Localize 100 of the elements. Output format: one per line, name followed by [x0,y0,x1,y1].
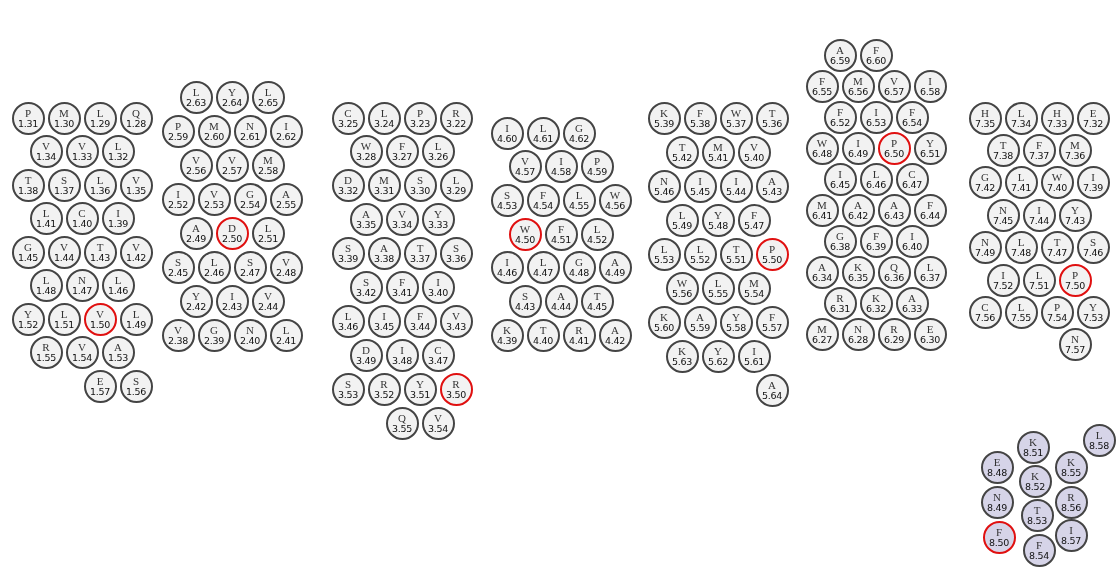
residue-number: 1.39 [108,218,128,229]
residue-number: 7.43 [1065,214,1085,226]
residue-letter: W [609,189,621,200]
residue-number: 6.28 [848,333,868,345]
residue-number: 2.53 [204,198,224,210]
residue-number: 6.32 [866,302,886,314]
residue-number: 4.58 [551,166,571,178]
residue-letter: K [678,345,686,356]
residue-number: 1.30 [54,117,74,129]
residue-letter: M [749,277,759,288]
residue-number: 3.50 [446,388,466,400]
residue-circle [29,202,63,235]
residue-circle [403,101,437,135]
residue-letter: M [263,154,273,165]
residue-circle [598,183,632,217]
residue-letter: G [24,241,32,252]
residue-letter: V [132,174,140,185]
residue-number: 2.52 [168,198,188,210]
residue-letter: T [593,291,601,301]
residue-letter: L [872,168,880,179]
residue-number: 3.49 [356,354,376,366]
residue-circle [1082,423,1116,457]
residue-circle [719,169,753,203]
residue-letter: R [42,342,50,352]
residue-circle [665,271,699,305]
residue-number: 2.65 [258,96,278,108]
residue-number: 1.49 [126,318,146,330]
residue-number: 6.39 [866,240,886,252]
residue-letter: G [575,257,583,268]
residue-number: 5.38 [690,117,710,129]
residue-circle [1040,231,1074,265]
residue-letter: M [209,120,219,131]
residue-letter: C [344,107,352,118]
residue-circle [1076,295,1110,329]
residue-letter: V [398,209,406,220]
residue-letter: K [1067,456,1075,467]
residue-circle [215,148,249,182]
residue-number: 1.31 [18,117,38,129]
residue-number: 7.56 [975,311,995,323]
residue-circle [665,339,699,373]
residue-letter: L [434,141,442,152]
residue-circle [331,101,365,135]
residue-letter: Q [132,107,140,118]
residue-circle [544,285,578,318]
residue-letter: F [995,526,1003,537]
residue-letter: S [1089,237,1097,248]
residue-letter: G [981,172,989,183]
residue-letter: D [362,344,370,355]
residue-number: 4.49 [605,267,625,279]
residue-number: 2.60 [204,130,224,142]
residue-number: 3.36 [446,253,466,265]
residue-letter: W [676,277,688,288]
residue-number: 1.45 [18,251,38,263]
residue-number: 5.57 [762,321,782,333]
residue-letter: K [1029,436,1037,447]
residue-circle [980,450,1014,484]
residue-circle [562,318,596,352]
residue-number: 2.64 [222,96,242,108]
residue-number: 6.30 [920,333,940,345]
residue-circle [968,166,1002,200]
residue-circle [508,285,542,318]
residue-circle [683,237,717,271]
residue-circle [859,162,893,196]
residue-number: 7.35 [975,117,995,129]
residue-letter: I [1001,269,1005,280]
residue-circle [251,216,285,250]
residue-number: 4.56 [605,199,625,211]
residue-circle [421,203,455,237]
residue-letter: S [503,189,511,200]
residue-number: 3.37 [410,253,430,265]
residue-letter: F [836,106,844,117]
residue-circle [1004,166,1038,200]
residue-letter: A [818,261,826,272]
residue-letter: T [1053,237,1061,248]
residue-letter: L [1035,269,1043,280]
residue-circle [179,148,213,182]
residue-number: 5.58 [726,321,746,333]
residue-circle [47,302,81,336]
residue-letter: R [452,378,460,389]
residue-circle [913,255,947,289]
residue-number: 7.48 [1011,247,1031,259]
residue-letter: A [282,188,290,199]
residue-number: 2.56 [186,164,206,176]
residue-number: 6.44 [920,209,940,221]
residue-circle [526,318,560,352]
residue-number: 7.34 [1011,117,1031,129]
residue-number: 3.51 [410,388,430,400]
residue-letter: Y [434,209,442,220]
residue-circle [913,193,947,227]
residue-letter: F [416,310,424,321]
residue-number: 1.46 [108,285,128,296]
residue-letter: G [836,230,844,241]
residue-letter: V [264,290,272,301]
residue-circle [859,224,893,258]
residue-circle [841,69,875,103]
residue-letter: L [1017,237,1025,248]
residue-number: 1.50 [90,318,110,330]
residue-number: 3.25 [338,117,358,129]
residue-circle [1054,518,1088,552]
residue-letter: W [519,223,531,234]
